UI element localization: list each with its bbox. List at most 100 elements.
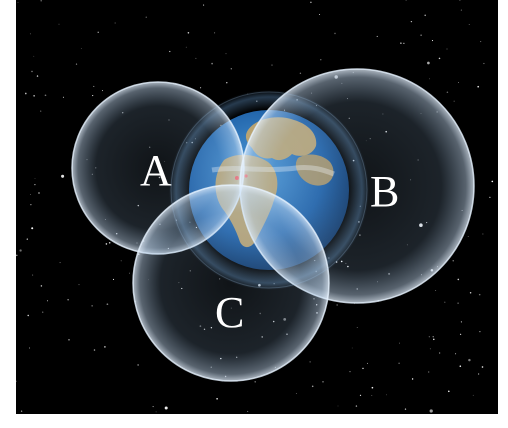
star	[447, 92, 449, 94]
star	[45, 94, 47, 96]
star	[403, 43, 404, 44]
star	[412, 378, 413, 379]
star	[81, 48, 82, 49]
star	[455, 353, 456, 354]
star	[320, 59, 321, 60]
star	[226, 82, 227, 83]
star	[470, 292, 472, 294]
star	[40, 0, 42, 1]
star	[31, 227, 33, 229]
star	[25, 93, 27, 95]
star	[411, 21, 412, 22]
star	[203, 5, 204, 6]
star	[94, 349, 96, 351]
star	[60, 262, 61, 263]
star	[352, 348, 353, 349]
star	[468, 236, 469, 237]
star	[457, 302, 459, 304]
star	[433, 336, 434, 337]
star	[406, 0, 407, 1]
star	[322, 381, 324, 383]
star	[429, 336, 430, 337]
star	[19, 249, 21, 251]
star	[377, 36, 378, 37]
star	[480, 41, 481, 42]
star	[367, 363, 368, 364]
star	[247, 411, 248, 412]
star	[469, 24, 470, 25]
star	[61, 175, 64, 178]
star	[473, 395, 474, 396]
starfield-background: A B C	[16, 0, 498, 414]
star	[30, 34, 31, 35]
star	[30, 194, 31, 195]
star	[226, 53, 227, 54]
star	[137, 364, 138, 365]
star	[211, 63, 213, 65]
star	[439, 352, 440, 353]
star	[432, 40, 433, 41]
star	[16, 255, 17, 256]
star	[491, 181, 493, 183]
star	[453, 260, 454, 261]
star	[27, 238, 28, 239]
star	[430, 409, 433, 412]
star	[195, 58, 196, 59]
sphere-c-label: C	[215, 288, 244, 337]
star	[98, 32, 99, 33]
star	[319, 14, 320, 15]
star	[41, 285, 43, 287]
star	[38, 192, 40, 194]
star	[356, 405, 357, 406]
star	[460, 365, 462, 367]
star	[93, 86, 94, 87]
star	[31, 71, 32, 72]
star	[169, 51, 170, 52]
star	[459, 0, 460, 1]
star	[63, 97, 64, 98]
star	[428, 371, 429, 372]
star	[337, 304, 338, 305]
star	[188, 32, 190, 34]
star	[350, 371, 351, 372]
star	[489, 197, 490, 198]
star	[165, 406, 168, 409]
star	[479, 294, 481, 296]
star	[371, 395, 372, 396]
sphere-a-label: A	[140, 146, 172, 195]
star	[427, 62, 430, 65]
star	[433, 339, 434, 340]
star	[458, 82, 459, 83]
star	[254, 381, 256, 383]
star	[312, 386, 314, 388]
star	[33, 95, 34, 96]
star	[468, 359, 470, 361]
star	[477, 86, 479, 88]
star	[461, 321, 462, 322]
star	[400, 42, 402, 44]
star	[478, 373, 479, 374]
star	[271, 64, 272, 65]
star	[435, 290, 436, 291]
star	[146, 17, 147, 18]
star	[153, 406, 154, 407]
star	[357, 327, 358, 328]
star	[362, 368, 363, 369]
star	[405, 408, 406, 409]
star	[35, 178, 36, 179]
star	[40, 110, 41, 111]
star	[121, 260, 122, 261]
star	[186, 47, 187, 48]
star	[372, 387, 374, 389]
star	[200, 87, 201, 88]
star	[129, 273, 130, 274]
star	[310, 361, 311, 362]
trilateration-diagram: A B C	[16, 0, 498, 414]
sphere-b-label: B	[370, 167, 399, 216]
star	[115, 23, 116, 24]
star	[460, 334, 461, 335]
star	[300, 73, 301, 74]
star	[420, 35, 421, 36]
star	[91, 305, 92, 306]
